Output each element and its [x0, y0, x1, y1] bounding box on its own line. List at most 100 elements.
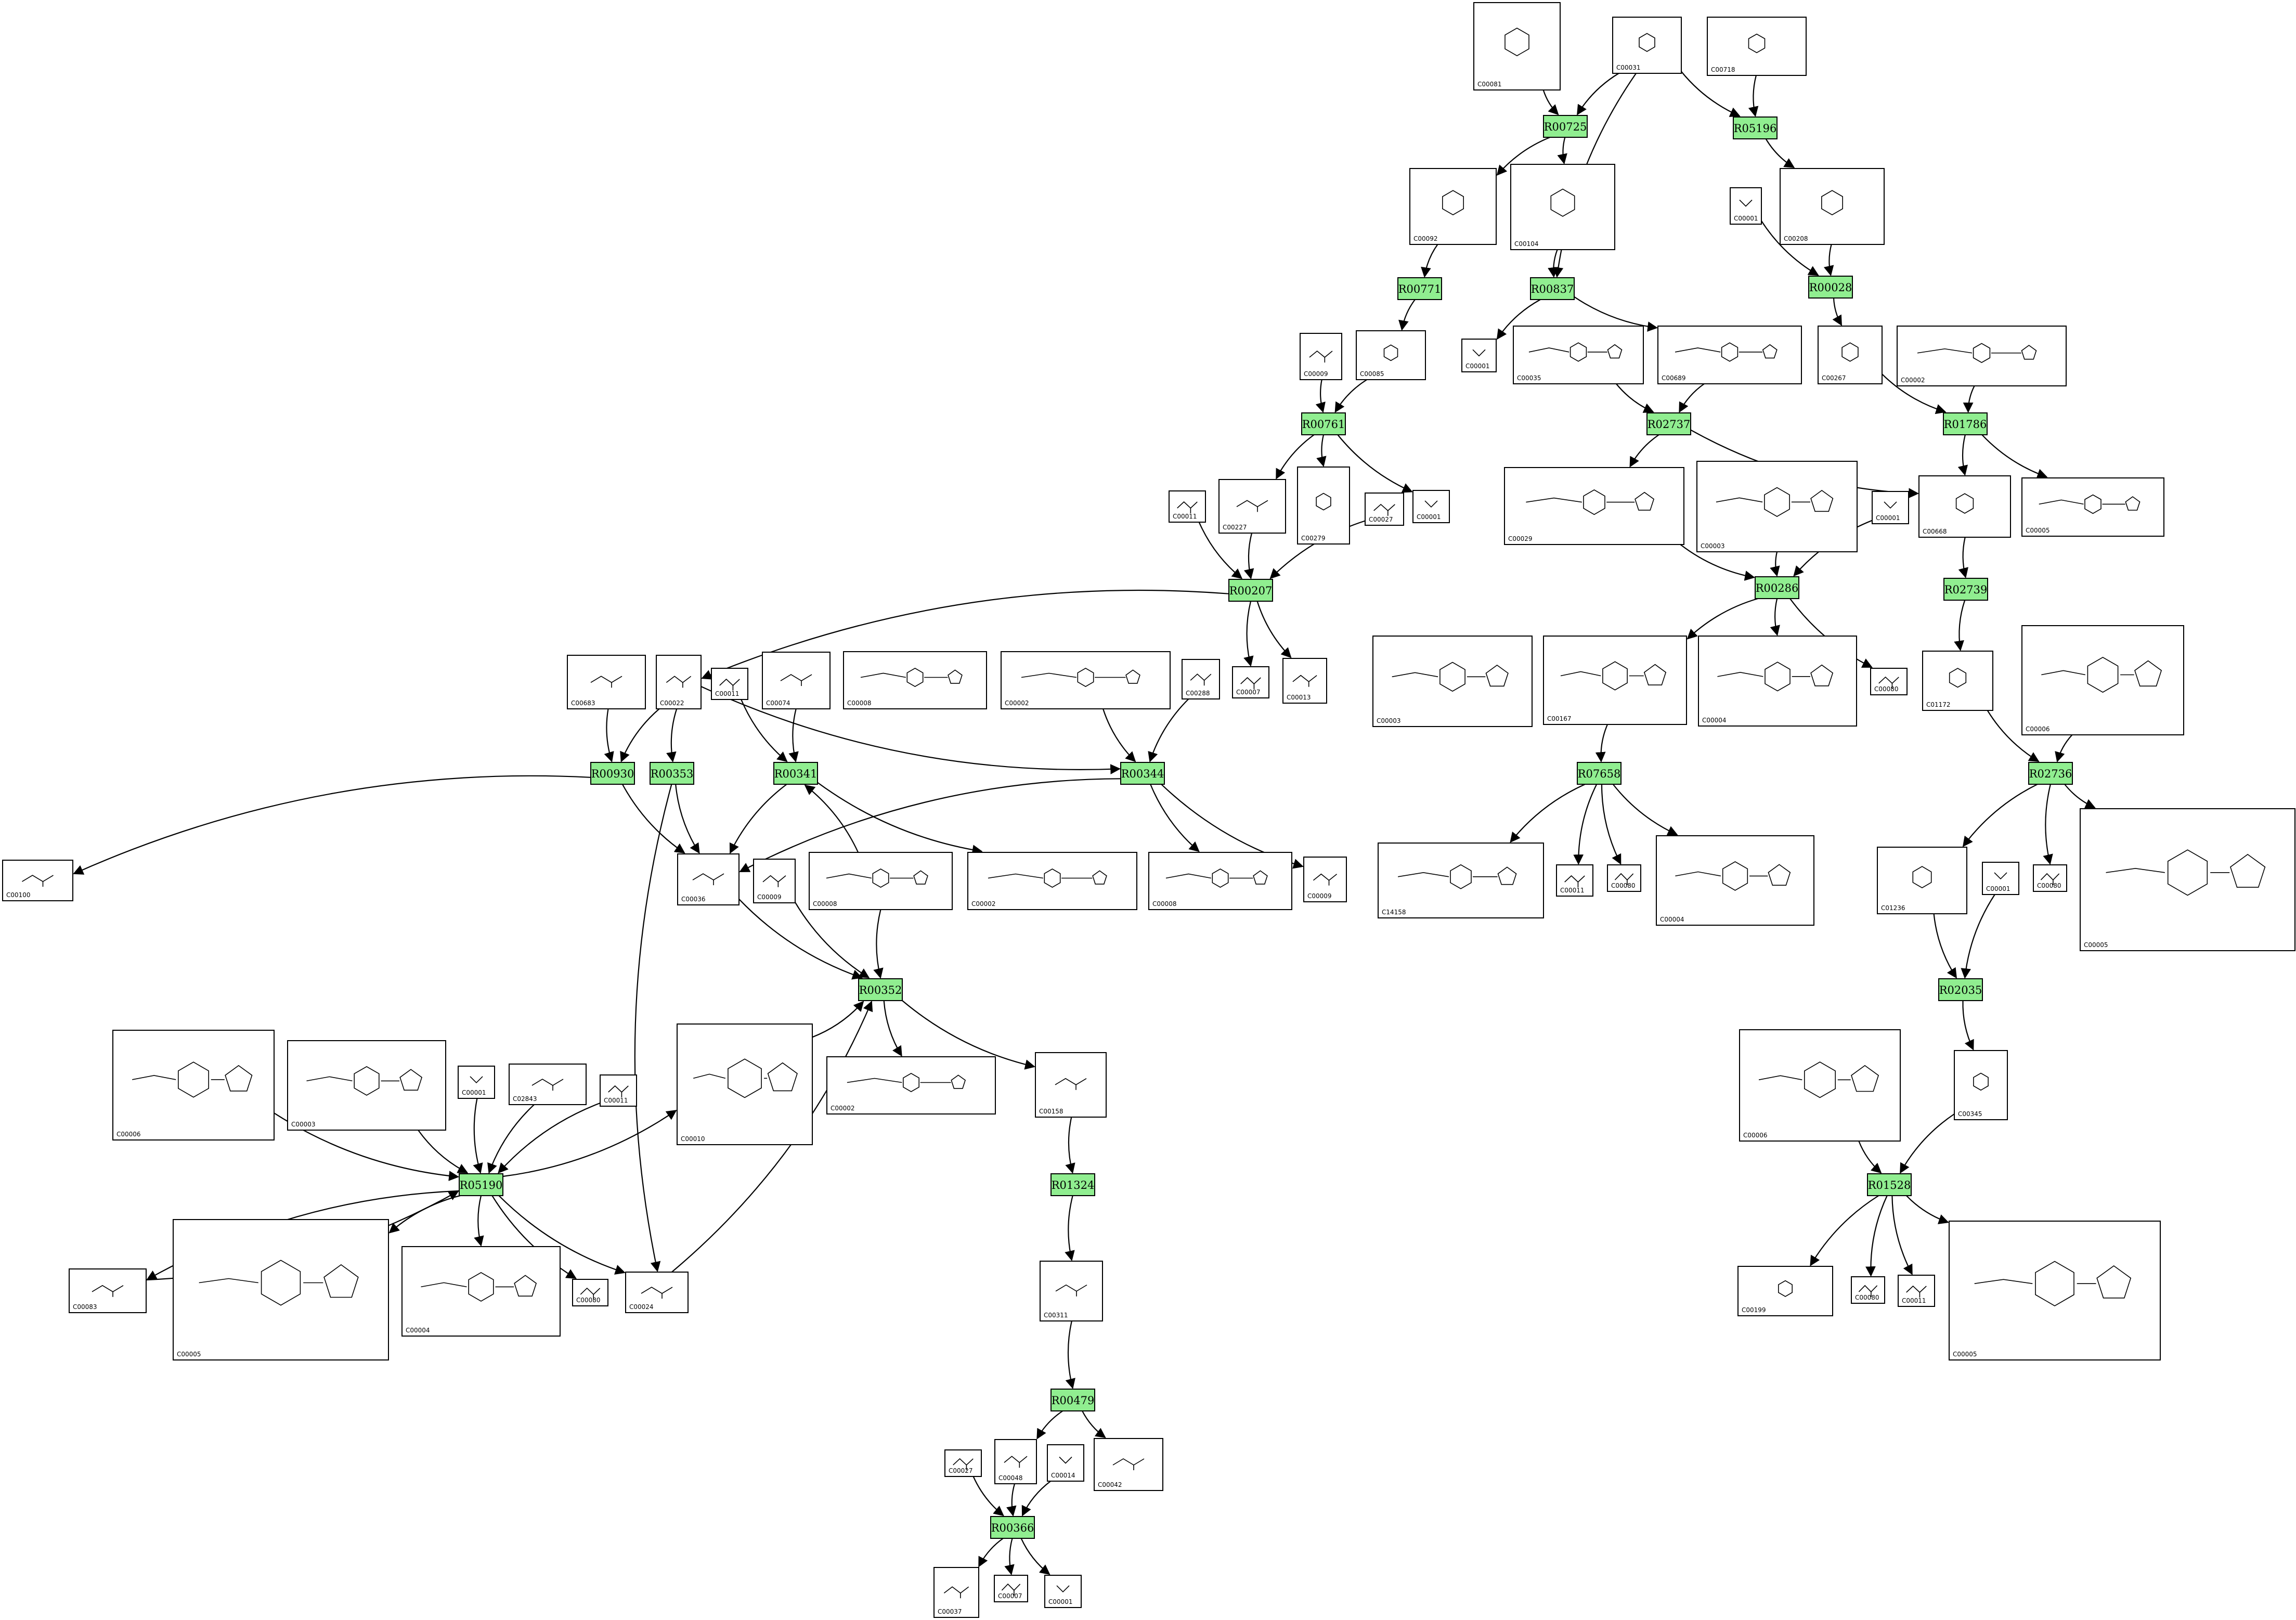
reaction-box[interactable] [1808, 276, 1853, 299]
compound-box[interactable] [1148, 852, 1292, 910]
compound-box[interactable] [677, 853, 740, 905]
reaction-node[interactable]: R00761 [1301, 412, 1346, 435]
compound-box[interactable] [572, 1279, 608, 1306]
reaction-node[interactable]: R00028 [1808, 276, 1853, 299]
compound-node[interactable]: C00208 [1780, 168, 1885, 245]
reaction-id-label[interactable]: R02739 [1944, 584, 1988, 596]
compound-node[interactable]: C00002 [826, 1056, 996, 1114]
compound-node[interactable]: C00031 [1612, 17, 1682, 74]
compound-box[interactable] [1656, 835, 1814, 926]
reaction-id-label[interactable]: R01786 [1944, 418, 1987, 431]
reaction-id-label[interactable]: R00341 [774, 768, 818, 780]
compound-node[interactable]: C00007 [994, 1575, 1028, 1602]
compound-node[interactable]: C01172 [1922, 651, 1993, 711]
reaction-id-label[interactable]: R02035 [1939, 984, 1982, 996]
reaction-id-label[interactable]: R01528 [1868, 1179, 1911, 1191]
compound-node[interactable]: C00002 [967, 852, 1137, 910]
compound-box[interactable] [1232, 666, 1269, 698]
compound-box[interactable] [1504, 467, 1684, 545]
compound-node[interactable]: C00011 [711, 668, 748, 700]
compound-node[interactable]: C00010 [677, 1023, 813, 1145]
compound-node[interactable]: C00167 [1543, 636, 1687, 725]
compound-box[interactable] [1365, 493, 1404, 526]
compound-box[interactable] [753, 859, 796, 903]
compound-node[interactable]: C00080 [1607, 864, 1641, 892]
compound-node[interactable]: C00003 [1696, 461, 1858, 552]
compound-box[interactable] [1169, 490, 1206, 523]
compound-node[interactable]: C00007 [1232, 666, 1269, 698]
compound-box[interactable] [1300, 333, 1342, 380]
compound-node[interactable]: C00080 [1851, 1276, 1885, 1304]
compound-node[interactable]: C00008 [809, 852, 953, 910]
compound-node[interactable]: C00689 [1657, 326, 1802, 384]
compound-node[interactable]: C00001 [1461, 339, 1497, 372]
reaction-box[interactable] [773, 762, 818, 785]
compound-box[interactable] [2080, 808, 2295, 951]
reaction-node[interactable]: R07658 [1577, 762, 1622, 785]
compound-node[interactable]: C00004 [401, 1246, 561, 1337]
compound-box[interactable] [112, 1030, 275, 1141]
reaction-node[interactable]: R00930 [590, 762, 635, 785]
compound-node[interactable]: C00311 [1040, 1261, 1103, 1321]
reaction-node[interactable]: R05190 [459, 1173, 503, 1196]
reaction-id-label[interactable]: R00366 [991, 1522, 1034, 1534]
compound-box[interactable] [1612, 17, 1682, 74]
compound-box[interactable] [1897, 326, 2067, 386]
compound-node[interactable]: C00009 [753, 859, 796, 903]
compound-node[interactable]: C00683 [567, 655, 646, 709]
compound-box[interactable] [1739, 1029, 1901, 1142]
compound-box[interactable] [173, 1219, 389, 1360]
compound-node[interactable]: C00001 [1412, 490, 1450, 523]
compound-box[interactable] [1182, 659, 1220, 699]
compound-box[interactable] [1698, 636, 1857, 727]
compound-box[interactable] [826, 1056, 996, 1114]
compound-node[interactable]: C00008 [1148, 852, 1292, 910]
reaction-node[interactable]: R00366 [990, 1516, 1035, 1539]
reaction-id-label[interactable]: R00930 [591, 768, 634, 780]
compound-node[interactable]: C00011 [1169, 490, 1206, 523]
compound-node[interactable]: C00001 [1730, 187, 1762, 225]
compound-box[interactable] [1949, 1221, 2161, 1360]
reaction-node[interactable]: R00286 [1755, 576, 1799, 599]
compound-node[interactable]: C00227 [1218, 479, 1286, 534]
compound-node[interactable]: C00083 [69, 1268, 147, 1313]
reaction-box[interactable] [1867, 1173, 1912, 1196]
compound-node[interactable]: C00080 [1870, 668, 1908, 695]
compound-box[interactable] [1696, 461, 1858, 552]
reaction-node[interactable]: R01786 [1943, 412, 1988, 435]
compound-box[interactable] [1297, 466, 1350, 545]
compound-box[interactable] [600, 1074, 637, 1107]
compound-node[interactable]: C00085 [1356, 330, 1426, 380]
compound-node[interactable]: C00035 [1513, 326, 1644, 384]
compound-node[interactable]: C00024 [625, 1272, 689, 1313]
reaction-node[interactable]: R01528 [1867, 1173, 1912, 1196]
compound-box[interactable] [567, 655, 646, 709]
compound-node[interactable]: C00005 [2080, 808, 2295, 951]
compound-box[interactable] [1877, 847, 1967, 914]
reaction-box[interactable] [1050, 1389, 1095, 1411]
reaction-box[interactable] [1646, 412, 1691, 435]
reaction-box[interactable] [1733, 116, 1778, 139]
compound-node[interactable]: C00668 [1918, 475, 2011, 538]
compound-node[interactable]: C00718 [1707, 17, 1807, 76]
compound-node[interactable]: C00011 [1898, 1275, 1935, 1307]
compound-node[interactable]: C00013 [1282, 658, 1327, 704]
reaction-node[interactable]: R00725 [1543, 115, 1588, 138]
compound-node[interactable]: C00004 [1698, 636, 1857, 727]
compound-box[interactable] [1409, 168, 1497, 245]
compound-node[interactable]: C01236 [1877, 847, 1967, 914]
reaction-id-label[interactable]: R00837 [1531, 283, 1574, 295]
compound-box[interactable] [933, 1567, 979, 1618]
reaction-id-label[interactable]: R00344 [1121, 768, 1164, 780]
compound-box[interactable] [1818, 326, 1883, 384]
compound-node[interactable]: C00022 [656, 655, 702, 709]
reaction-node[interactable]: R00352 [858, 978, 903, 1001]
reaction-id-label[interactable]: R00207 [1229, 585, 1273, 597]
compound-node[interactable]: C00002 [1897, 326, 2067, 386]
reaction-box[interactable] [590, 762, 635, 785]
reaction-box[interactable] [1397, 277, 1442, 300]
compound-node[interactable]: C00080 [2033, 864, 2067, 892]
reaction-node[interactable]: R05196 [1733, 116, 1778, 139]
reaction-node[interactable]: R00341 [773, 762, 818, 785]
compound-box[interactable] [2021, 477, 2164, 537]
